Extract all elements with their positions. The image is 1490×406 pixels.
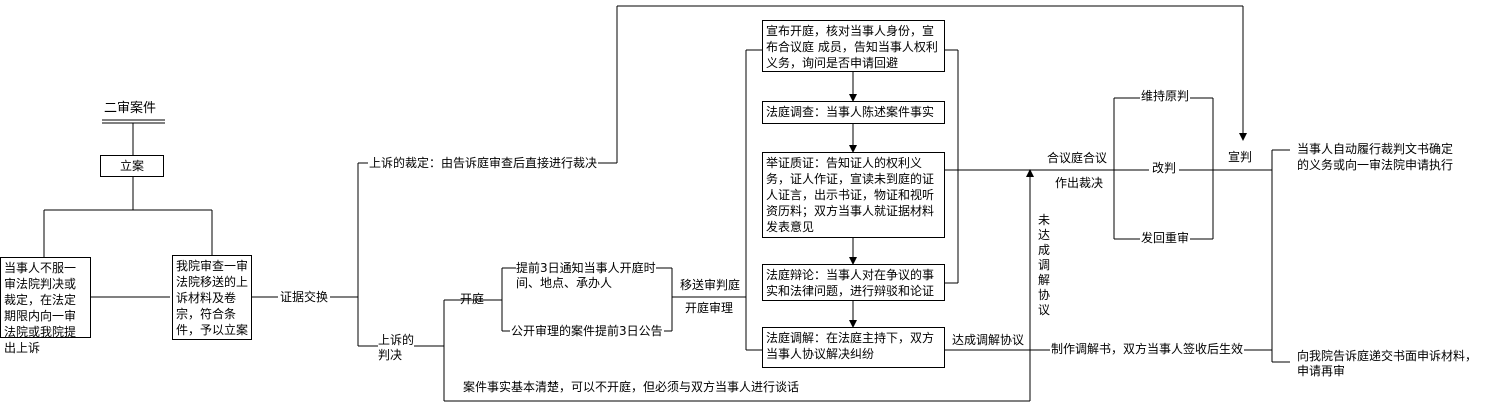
- public-notice-label: 公开审理的案件提前3日公告: [510, 324, 664, 339]
- execution-label: 当事人自动履行裁判文书确定 的义务或向一审法院申请执行: [1297, 142, 1454, 172]
- notice-3days-label: 提前3日通知当事人开庭时 间、地点、承办人: [516, 261, 656, 291]
- diagram-title: 二审案件: [104, 101, 157, 116]
- amend-label: 改判: [1149, 161, 1180, 176]
- mediation-doc-label: 制作调解书，双方当事人签收后生效: [1050, 342, 1245, 357]
- review-box: 我院审查一审法院移送的上诉材料及卷宗，符合条件，予以立案: [172, 255, 252, 340]
- no-court-label: 案件事实基本清楚，可以不开庭，但必须与双方当事人进行谈话: [463, 380, 800, 394]
- no-agreement-label: 未达成调解协议: [1037, 213, 1050, 317]
- retrial-label: 向我院告诉庭递交书面申诉材料， 申请再审: [1297, 349, 1478, 378]
- judgment-label: 上诉的 判决: [378, 333, 415, 363]
- ruling-direct-label: 上诉的裁定：由告诉庭审查后直接进行裁决: [368, 156, 599, 171]
- remand-label: 发回重审: [1140, 231, 1191, 246]
- announce-box: 宣布开庭，核对当事人身份，宣布合议庭 成员，告知当事人权利义务，询问是否申请回避: [762, 20, 945, 72]
- open-court-label: 开庭: [460, 292, 485, 306]
- court-trial-label: 开庭审理: [685, 301, 734, 315]
- make-ruling-label: 作出裁决: [1055, 176, 1104, 190]
- mediation-box: 法庭调解：在法庭主持下，双方当事人协议解决纠纷: [762, 327, 945, 368]
- evidence-box: 举证质证：告知证人的权利义务，证人作证，宣读未到庭的证人证言，出示书证，物证和视…: [762, 152, 945, 238]
- filing-box: 立案: [100, 155, 164, 177]
- pronounce-label: 宣判: [1228, 150, 1253, 164]
- investigation-box: 法庭调查：当事人陈述案件事实: [762, 101, 945, 124]
- evidence-exchange-label: 证据交换: [278, 290, 331, 305]
- appeal-box: 当事人不服一审法院判决或裁定，在法定期限内向一审法院或我院提出上诉: [0, 257, 91, 355]
- debate-box: 法庭辩论：当事人对在争议的事实和法律问题，进行辩驳和论证: [762, 264, 945, 301]
- uphold-label: 维持原判: [1140, 89, 1191, 104]
- reached-agreement-label: 达成调解协议: [952, 333, 1025, 347]
- collegial-label: 合议庭合议: [1047, 151, 1108, 165]
- transfer-label: 移送审判庭: [680, 278, 741, 292]
